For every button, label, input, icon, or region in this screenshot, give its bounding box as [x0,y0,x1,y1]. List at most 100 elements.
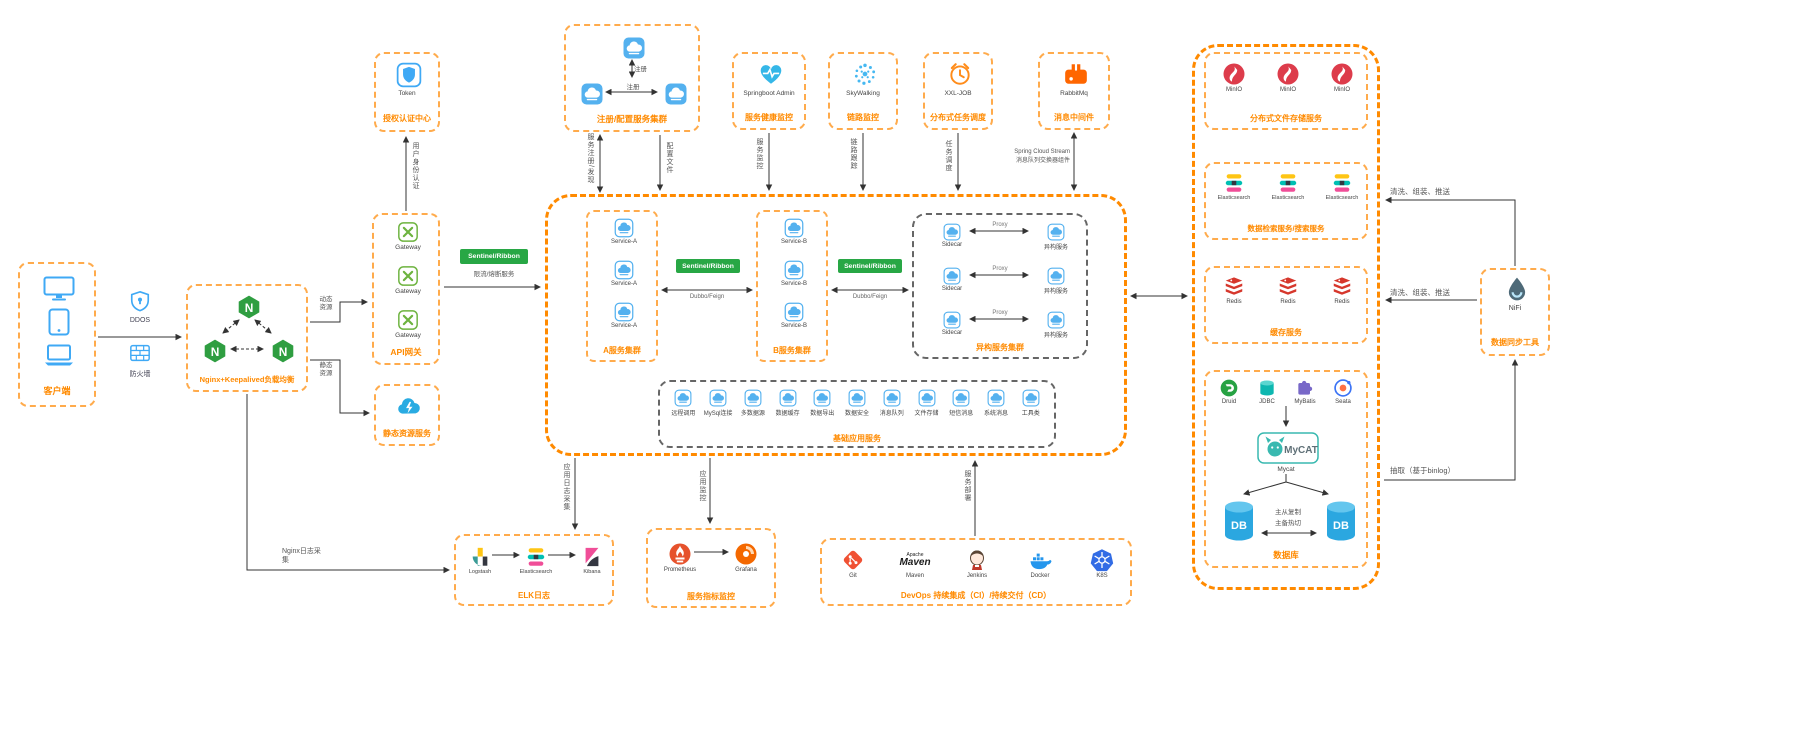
sidecar-name: Sidecar [941,330,963,336]
base-service-node: 远程调用 [666,389,701,417]
gateway-node: Gateway [374,265,442,295]
cloud-icon [943,267,961,285]
grafana-icon [734,542,758,566]
service-b-node: Service-B [758,260,830,287]
base-service-node: 系统消息 [979,389,1014,417]
base-service-name: 远程调用 [671,411,696,417]
base-service-name: 系统消息 [983,411,1008,417]
user-auth-edge-label: 用户身份认证 [412,142,419,190]
jenkins-name: Jenkins [966,573,988,579]
mq-label: 消息中间件 [1054,113,1094,122]
trace-edge-label: 链路跟踪 [850,138,857,170]
minio-name: MinIO [1279,87,1296,93]
cache-service-label: 缓存服务 [1270,328,1302,337]
minio-name: MinIO [1333,87,1350,93]
db-cylinder-text: DB [1231,520,1247,532]
rabbitmq-name: RabbitMq [1060,90,1088,97]
druid-node: Druid [1210,378,1248,405]
hetero-service-node: 异构服务 [1030,267,1082,295]
cloud-icon [813,389,831,407]
registry-cloud-icon [580,82,604,106]
minio-node: MinIO [1262,62,1314,93]
firewall-node: 防火墙 [120,342,160,379]
sidecar-node: Sidecar [930,311,974,336]
seata-icon [1333,378,1353,398]
register-edge-label: 注册 [634,66,647,73]
cluster-a-label: A服务集群 [603,346,641,355]
hetero-service-node: 异构服务 [1030,223,1082,251]
nginx-label: Nginx+Keepalived负载均衡 [199,375,295,384]
cloud-icon [674,389,692,407]
clean-push-edge-label: 清洗、组装、推送 [1390,187,1450,196]
base-service-name: 文件存储 [914,411,939,417]
docker-icon [1028,548,1052,572]
minio-icon [1330,62,1354,86]
base-service-node: MySql连接 [701,389,736,417]
elasticsearch-node: Elasticsearch [1208,172,1260,201]
sidecar-name: Sidecar [941,242,963,248]
elasticsearch-node: Elasticsearch [1262,172,1314,201]
nginx-icon [236,294,262,320]
cluster-b-label: B服务集群 [773,346,811,355]
app-monitor-edge-label: 应用监控 [699,470,706,502]
maven-logo-word: Maven [899,556,931,568]
gateway-name: Gateway [395,332,421,339]
stream-edge-label: Spring Cloud Stream 消息队列交换器组件 [1004,148,1070,166]
seata-name: Seata [1335,399,1351,405]
sentinel-ribbon-badge: Sentinel/Ribbon [838,259,902,273]
redis-node: Redis [1208,276,1260,305]
registry-label: 注册/配置服务集群 [596,114,668,124]
base-service-node: 数据安全 [840,389,875,417]
auth-center-box: Token 授权认证中心 [374,52,440,132]
db-cylinder-text: DB [1333,520,1349,532]
mybatis-name: MyBatis [1294,399,1316,405]
prometheus-node: Prometheus [650,542,710,573]
maven-logo: Apache Maven [899,548,930,572]
cloud-icon [784,218,804,238]
cloud-icon [943,223,961,241]
mybatis-node: MyBatis [1286,378,1324,405]
cloud-lightning-icon [395,392,423,420]
ddos-shield-icon [129,290,151,312]
jdbc-node: JDBC [1248,378,1286,405]
api-gateway-box: Gateway Gateway Gateway API网关 [372,213,440,365]
sidecar-name: Sidecar [941,286,963,292]
nginx-log-edge-label: Nginx日志采集 [282,548,321,565]
elasticsearch-icon [1331,172,1353,194]
metrics-box: Prometheus Grafana 服务指标监控 [646,528,776,608]
grafana-node: Grafana [716,542,776,573]
base-services-row: 远程调用 MySql连接 多数据源 数据缓存 数据导出 数据安全 消息队列 文件… [666,389,1048,417]
schedule-edge-label: 任务调度 [945,140,952,172]
proxy-edge-label: Proxy [992,310,1008,316]
minio-node: MinIO [1316,62,1368,93]
base-service-name: 多数据源 [740,411,765,417]
monitor-icon [43,276,75,302]
heart-pulse-icon [758,61,784,87]
base-service-name: 消息队列 [879,411,904,417]
tablet-icon [48,308,70,336]
cloud-icon [918,389,936,407]
mycat-name: Mycat [1277,466,1295,473]
minio-name: MinIO [1225,87,1242,93]
base-service-name: 短信消息 [949,411,974,417]
druid-icon [1219,378,1239,398]
seata-node: Seata [1324,378,1362,405]
devops-label: DevOps 持续集成（CI）/持续交付（CD） [900,591,1052,600]
db-driver-row: Druid JDBC MyBatis Seata [1210,378,1362,405]
xxljob-box: XXL-JOB 分布式任务调度 [923,52,993,130]
db-cylinder: DB [1327,501,1355,541]
gateway-icon [397,221,419,243]
git-node: Git [825,548,881,579]
clean-push-edge-label: 清洗、组装、推送 [1390,288,1450,297]
ddos-label: DDOS [129,317,151,324]
logstash-icon [469,546,491,568]
gateway-name: Gateway [395,288,421,295]
redis-name: Redis [1226,299,1242,305]
grafana-name: Grafana [735,567,757,573]
sentinel-ribbon-badge: Sentinel/Ribbon [460,249,528,264]
skywalking-name: SkyWalking [846,90,880,97]
base-service-node: 文件存储 [909,389,944,417]
springboot-admin-box: Springboot Admin 服务健康监控 [732,52,806,130]
gateway-icon [397,309,419,331]
file-storage-box: MinIO MinIO MinIO 分布式文件存储服务 [1204,52,1368,130]
